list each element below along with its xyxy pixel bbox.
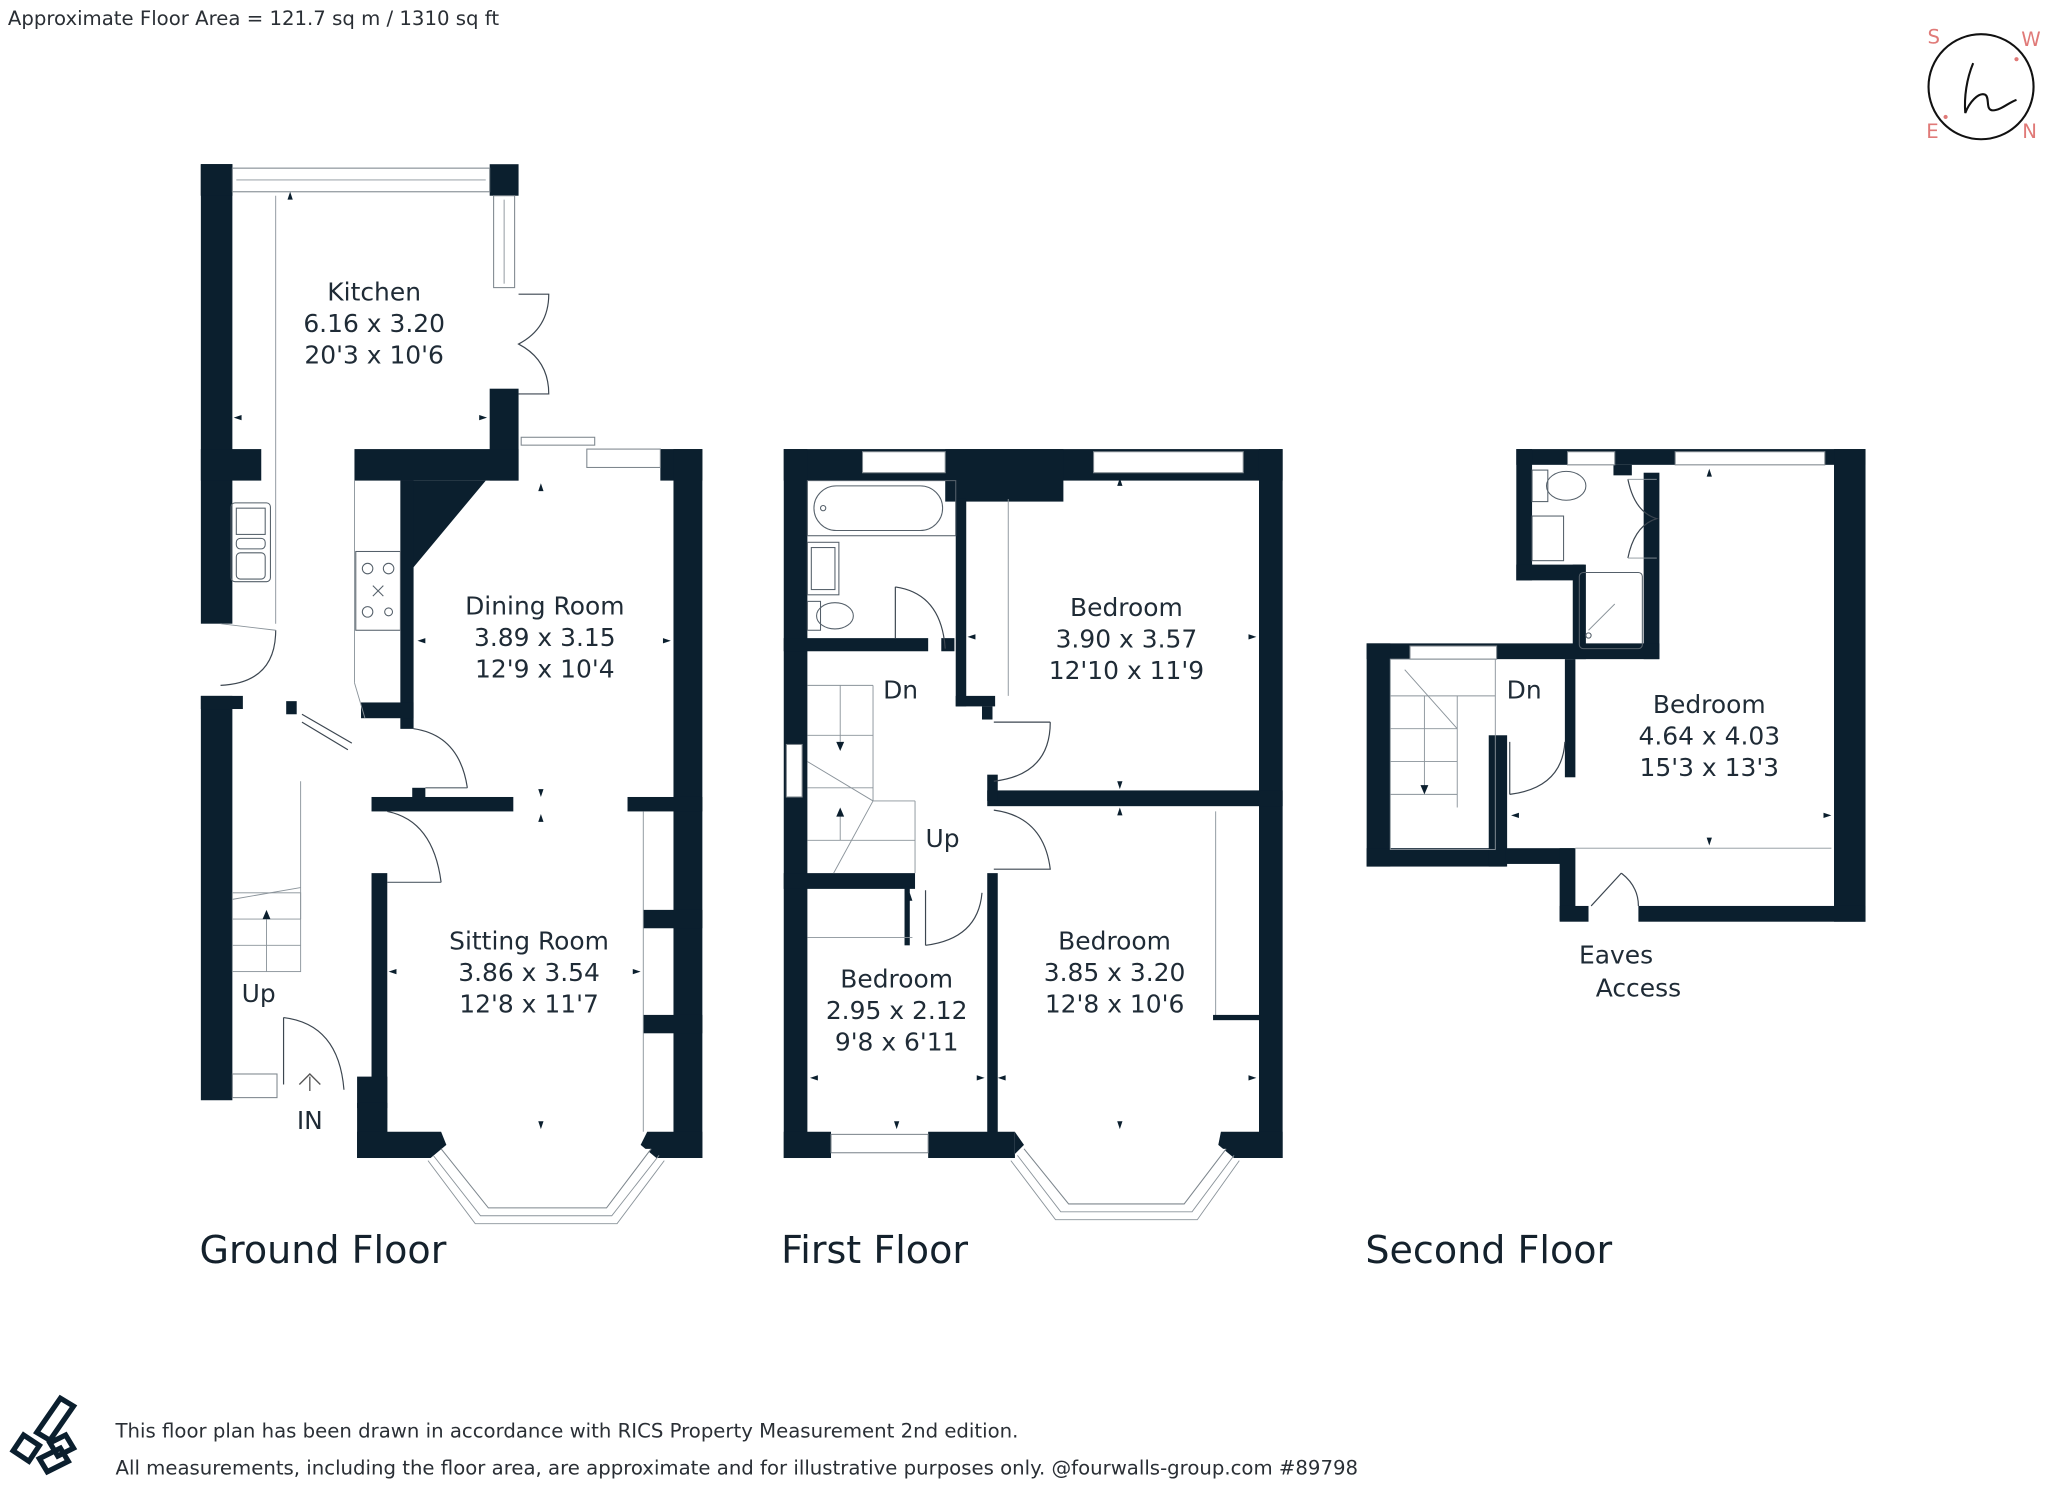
svg-text:Kitchen: Kitchen [327, 278, 421, 307]
eaves-access-label-line1: Eaves [1579, 941, 1653, 970]
svg-text:Bedroom: Bedroom [1653, 690, 1766, 719]
compass-logo: S W E N [1926, 25, 2040, 143]
signature-h-compass-icon [1927, 33, 2035, 141]
toilet-icon [806, 600, 854, 631]
compass-letter-e: E [1926, 120, 1938, 143]
svg-text:12'9 x 10'4: 12'9 x 10'4 [475, 655, 615, 684]
sink-icon [230, 502, 271, 583]
room-bedroom-2: Bedroom 2.95 x 2.12 9'8 x 6'11 [826, 964, 968, 1056]
room-dining-room: Dining Room 3.89 x 3.15 12'9 x 10'4 [465, 592, 624, 684]
compass-letter-w: W [2021, 28, 2040, 51]
stairs-up-label: Up [926, 824, 960, 853]
svg-text:2.95 x 2.12: 2.95 x 2.12 [826, 996, 968, 1025]
svg-text:15'3 x 13'3: 15'3 x 13'3 [1640, 753, 1780, 782]
bay-window [427, 1148, 665, 1225]
room-sitting-room: Sitting Room 3.86 x 3.54 12'8 x 11'7 [449, 926, 609, 1018]
svg-text:6.16 x 3.20: 6.16 x 3.20 [303, 309, 445, 338]
svg-text:3.86 x 3.54: 3.86 x 3.54 [458, 958, 600, 987]
floor-title-first: First Floor [781, 1228, 968, 1272]
svg-text:12'8 x 11'7: 12'8 x 11'7 [459, 989, 599, 1018]
hob-icon [355, 550, 401, 631]
stairs-up-label: Up [242, 979, 276, 1008]
stairs-down-label: Dn [1507, 676, 1542, 705]
entrance-label: IN [297, 1106, 323, 1135]
room-bedroom-loft: Bedroom 4.64 x 4.03 15'3 x 13'3 [1638, 690, 1780, 782]
room-kitchen: Kitchen 6.16 x 3.20 20'3 x 10'6 [303, 278, 445, 370]
first-floor-plan: Bedroom 3.90 x 3.57 12'10 x 11'9 Bedroom… [781, 449, 1283, 1272]
svg-text:20'3 x 10'6: 20'3 x 10'6 [304, 341, 444, 370]
floor-area-text: Approximate Floor Area = 121.7 sq m / 13… [8, 7, 499, 30]
footer: This floor plan has been drawn in accord… [9, 1394, 1359, 1479]
svg-text:12'8 x 10'6: 12'8 x 10'6 [1045, 989, 1185, 1018]
bay-window [1010, 1148, 1240, 1221]
stairs-down-label: Dn [883, 676, 918, 705]
first-floor-fixtures [785, 451, 1259, 1221]
floor-title-ground: Ground Floor [200, 1228, 447, 1272]
floor-title-second: Second Floor [1365, 1228, 1612, 1272]
svg-text:Dining Room: Dining Room [465, 592, 624, 621]
svg-text:Sitting Room: Sitting Room [449, 926, 609, 955]
stairs-icon [1389, 658, 1496, 850]
basin-icon [1531, 515, 1565, 562]
svg-text:Bedroom: Bedroom [1070, 593, 1183, 622]
second-floor-plan: Bedroom 4.64 x 4.03 15'3 x 13'3 Dn Eaves… [1365, 449, 1866, 1272]
svg-text:4.64 x 4.03: 4.64 x 4.03 [1638, 721, 1780, 750]
svg-text:3.85 x 3.20: 3.85 x 3.20 [1044, 958, 1186, 987]
footer-line-1: This floor plan has been drawn in accord… [115, 1420, 1019, 1443]
ground-floor-walls [200, 164, 703, 1159]
ground-floor-plan: Kitchen 6.16 x 3.20 20'3 x 10'6 Dining R… [200, 164, 703, 1272]
compass-letter-s: S [1928, 25, 1941, 48]
svg-text:3.90 x 3.57: 3.90 x 3.57 [1056, 624, 1198, 653]
fourwalls-logo-icon [9, 1394, 78, 1476]
compass-letter-n: N [2022, 120, 2037, 143]
toilet-icon [1531, 469, 1587, 503]
svg-text:3.89 x 3.15: 3.89 x 3.15 [474, 623, 616, 652]
shower-icon [1578, 571, 1643, 650]
stairs-icon [231, 781, 302, 973]
ground-floor-fixtures [220, 167, 671, 1225]
second-floor-fixtures [1389, 451, 1832, 907]
basin-icon [806, 541, 840, 596]
svg-text:9'8 x 6'11: 9'8 x 6'11 [835, 1027, 959, 1056]
room-bedroom-1: Bedroom 3.90 x 3.57 12'10 x 11'9 [1049, 593, 1204, 685]
second-floor-walls [1366, 449, 1866, 922]
room-bedroom-3: Bedroom 3.85 x 3.20 12'8 x 10'6 [1044, 926, 1186, 1018]
entrance-arrow-icon [298, 1073, 321, 1092]
svg-text:Bedroom: Bedroom [1058, 926, 1171, 955]
bath-icon [806, 480, 957, 537]
first-floor-walls [783, 449, 1283, 1159]
svg-text:12'10 x 11'9: 12'10 x 11'9 [1049, 656, 1204, 685]
footer-line-2: All measurements, including the floor ar… [116, 1456, 1359, 1479]
eaves-access-label-line2: Access [1596, 974, 1681, 1003]
stairs-icon [807, 684, 916, 874]
svg-text:Bedroom: Bedroom [840, 964, 953, 993]
